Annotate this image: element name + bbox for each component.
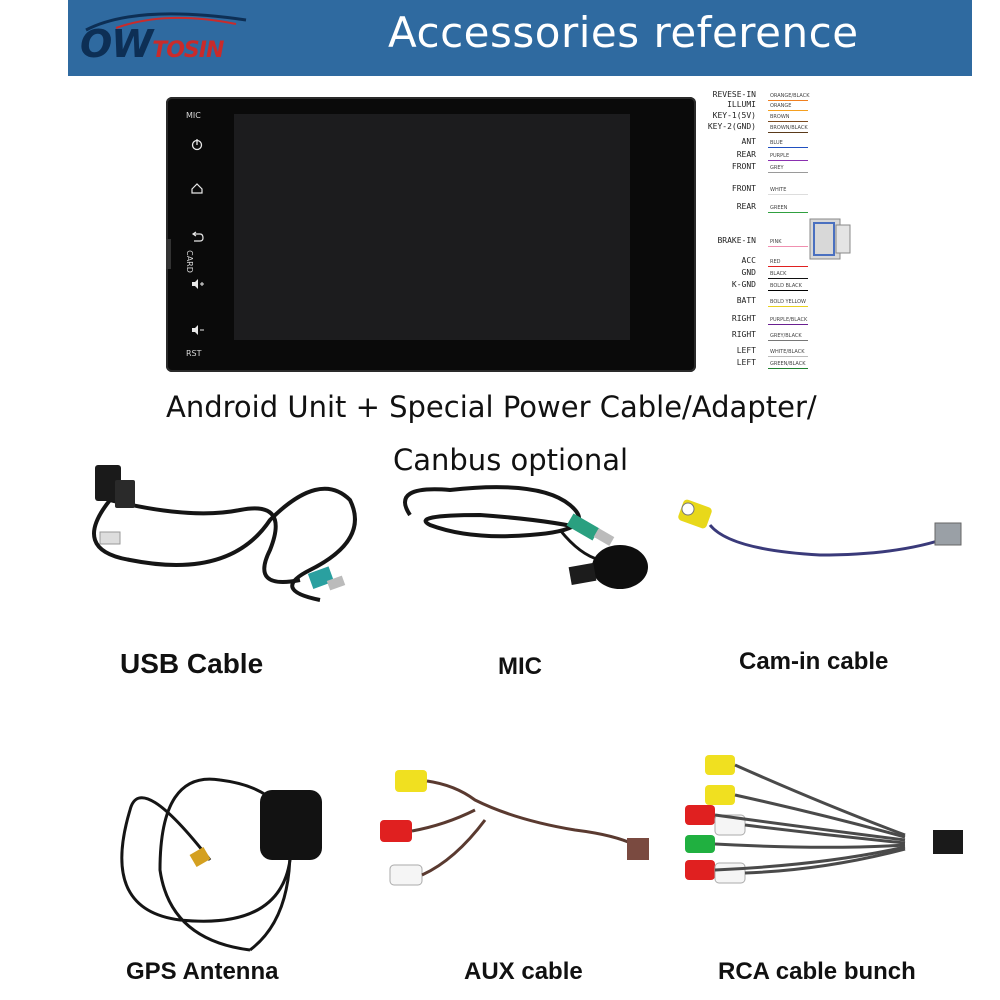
wire-color-label: BROWN [770, 114, 790, 120]
wire-label: K-GND [731, 280, 756, 289]
wire-label: FRONT [731, 184, 756, 193]
wire-line [768, 121, 808, 122]
card-slot [166, 239, 171, 269]
display-screen [234, 114, 630, 340]
volume-down-icon [190, 323, 204, 337]
rst-label: RST [186, 349, 202, 358]
wire-label: REAR [736, 150, 756, 159]
wire-color-label: GREY/BLACK [770, 333, 802, 339]
camera-cable-icon [678, 499, 962, 557]
wire-color-label: GREEN [770, 205, 788, 211]
wire-line [768, 356, 808, 357]
wire-color-label: ORANGE/BLACK [770, 93, 810, 99]
accessory-caption-usb: USB Cable [120, 648, 264, 679]
wire-label: LEFT [736, 358, 756, 367]
wire-color-label: BOLD BLACK [770, 283, 802, 289]
wire-label: REVESE-IN [712, 90, 756, 99]
wire-color-label: BLACK [770, 271, 787, 277]
home-icon [190, 181, 204, 195]
logo-main: OW [80, 22, 153, 66]
wire-label: LEFT [736, 346, 756, 355]
wire-label: KEY-2(GND) [707, 122, 756, 131]
wire-label: ACC [741, 256, 756, 265]
wire-label: RIGHT [731, 330, 756, 339]
wire-label: ILLUMI [727, 100, 756, 109]
logo-swoosh-icon [85, 12, 247, 32]
logo-accent: TOSIN [152, 38, 224, 63]
accessory-caption-gps: GPS Antenna [126, 958, 279, 985]
wire-color-label: ORANGE [770, 103, 792, 109]
wire-line [768, 212, 808, 213]
brand-logo: OWTOSIN [68, 0, 258, 76]
wire-color-label: WHITE/BLACK [770, 349, 805, 355]
wire-color-label: PURPLE/BLACK [770, 317, 808, 323]
volume-up-icon [190, 277, 204, 291]
harness-connector-icon [809, 218, 851, 260]
wire-color-label: PURPLE [770, 153, 790, 159]
card-label: CARD [184, 250, 194, 273]
wire-line [768, 100, 808, 101]
aux-cable-icon [380, 770, 649, 886]
rca-bundle-icon [685, 755, 963, 884]
wire-line [768, 290, 808, 291]
wire-color-label: GREY [770, 165, 784, 171]
wire-label: KEY-1(5V) [712, 111, 756, 120]
wire-label: ANT [741, 137, 756, 146]
wire-color-label: GREEN/BLACK [770, 361, 806, 367]
microphone-icon [403, 485, 648, 589]
wire-line [768, 266, 808, 267]
back-icon [190, 229, 204, 243]
logo-wordmark: OWTOSIN [80, 22, 224, 66]
page-title: Accessories reference [388, 8, 859, 57]
wire-line [768, 246, 808, 247]
main-caption-line2: Canbus optional [393, 443, 629, 477]
wire-color-label: PINK [770, 239, 782, 245]
usb-cable-icon [92, 465, 357, 602]
wire-color-label: BROWN/BLACK [770, 125, 808, 131]
main-caption-line1: Android Unit + Special Power Cable/Adapt… [166, 390, 817, 424]
wire-color-label: BLUE [770, 140, 783, 146]
wire-line [768, 132, 808, 133]
wire-line [768, 110, 808, 111]
wire-line [768, 172, 808, 173]
wire-line [768, 368, 808, 369]
accessory-caption-aux: AUX cable [464, 958, 583, 985]
power-wiring-harness: REVESE-IN ORANGE/BLACK ILLUMI ORANGE KEY-1(5… [706, 90, 866, 385]
wire-color-label: WHITE [770, 187, 787, 193]
wire-label: RIGHT [731, 314, 756, 323]
wire-label: GND [741, 268, 756, 277]
accessory-caption-mic: MIC [498, 653, 542, 680]
wire-label: FRONT [731, 162, 756, 171]
wire-line [768, 160, 808, 161]
header-banner: OWTOSIN Accessories reference [68, 0, 972, 76]
wire-label: BRAKE-IN [717, 236, 756, 245]
android-head-unit: MIC CARD RST [166, 97, 696, 372]
wire-line [768, 306, 808, 307]
wire-line [768, 194, 808, 195]
wire-color-label: BOLD YELLOW [770, 299, 806, 305]
power-icon [190, 137, 204, 151]
wire-label: REAR [736, 202, 756, 211]
wire-line [768, 324, 808, 325]
gps-antenna-icon [120, 777, 322, 952]
mic-label: MIC [186, 111, 201, 120]
wire-line [768, 147, 808, 148]
wire-color-label: RED [770, 259, 781, 265]
wire-line [768, 278, 808, 279]
wire-label: BATT [736, 296, 756, 305]
accessory-caption-cam: Cam-in cable [739, 648, 889, 675]
wire-line [768, 340, 808, 341]
accessory-caption-rca: RCA cable bunch [718, 958, 916, 985]
